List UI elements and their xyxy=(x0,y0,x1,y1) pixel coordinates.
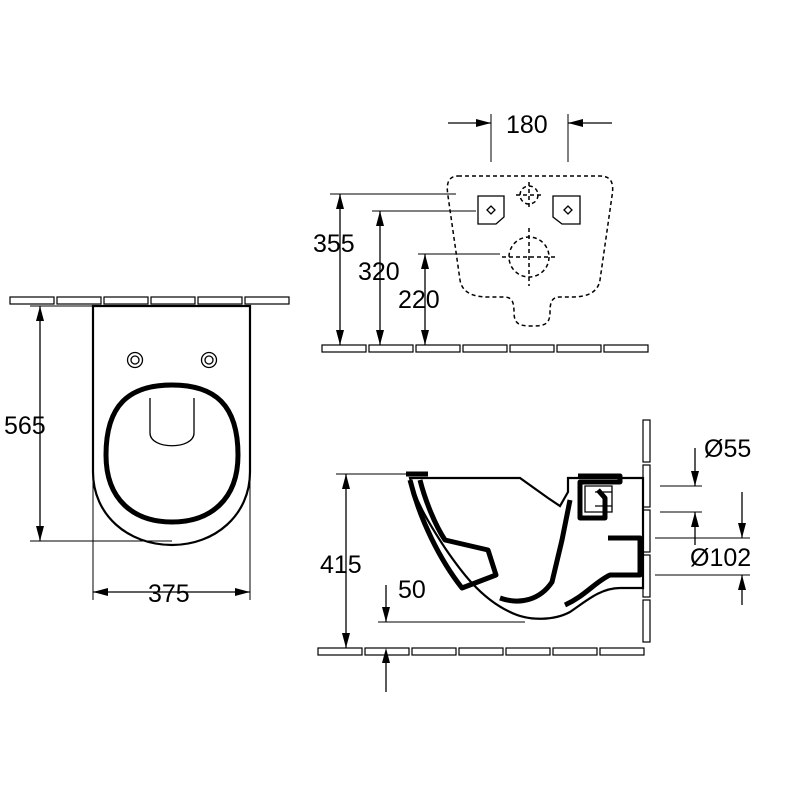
rear-outline-dashed xyxy=(446,175,614,327)
dimension-415-label: 415 xyxy=(320,551,362,579)
dimension-50: 50 xyxy=(378,576,525,692)
dimension-415: 415 xyxy=(320,473,420,648)
dimension-375: 375 xyxy=(92,480,251,608)
top-view-wall xyxy=(9,296,290,305)
dimension-320-label: 320 xyxy=(358,258,400,286)
side-floor xyxy=(317,647,645,656)
rear-view: 180 355 320 220 xyxy=(313,111,649,353)
side-wall xyxy=(642,419,651,643)
dimension-220: 220 xyxy=(398,253,500,345)
bowl-inner-thick xyxy=(406,471,499,591)
dimension-220-label: 220 xyxy=(398,286,440,314)
dimension-diameter-102-label: Ø102 xyxy=(690,544,751,572)
fixing-bolt-left xyxy=(126,351,144,369)
bowl-outline-side xyxy=(408,476,645,620)
rear-fixing-slot-right xyxy=(552,195,581,225)
inlet-connector xyxy=(584,485,613,513)
rear-floor xyxy=(321,344,649,353)
dimension-375-label: 375 xyxy=(148,580,190,608)
dimension-355-label: 355 xyxy=(313,230,355,258)
side-view: 415 50 Ø55 Ø102 xyxy=(317,419,751,692)
bowl-outline-top xyxy=(91,304,252,547)
dimension-diameter-55-label: Ø55 xyxy=(704,435,751,463)
dimension-diameter-102: Ø102 xyxy=(655,492,751,605)
dimension-565-label: 565 xyxy=(4,412,46,440)
fixing-bolt-right xyxy=(200,351,218,369)
dimension-180-label: 180 xyxy=(506,111,548,139)
dimension-355: 355 xyxy=(313,193,456,345)
dimension-320: 320 xyxy=(358,210,476,345)
rear-outlet-hole xyxy=(502,228,556,286)
rear-inlet-hole xyxy=(516,182,542,208)
bowl-trap-thick xyxy=(499,473,643,608)
dimension-diameter-55: Ø55 xyxy=(660,435,751,545)
rear-fixing-slot-left xyxy=(477,195,505,225)
flush-rim-outline xyxy=(149,398,195,447)
dimension-50-label: 50 xyxy=(398,576,426,604)
bowl-opening-top xyxy=(103,382,241,525)
dimension-180: 180 xyxy=(448,111,612,162)
top-view: 565 375 xyxy=(4,296,290,608)
dimension-565: 565 xyxy=(4,305,172,542)
